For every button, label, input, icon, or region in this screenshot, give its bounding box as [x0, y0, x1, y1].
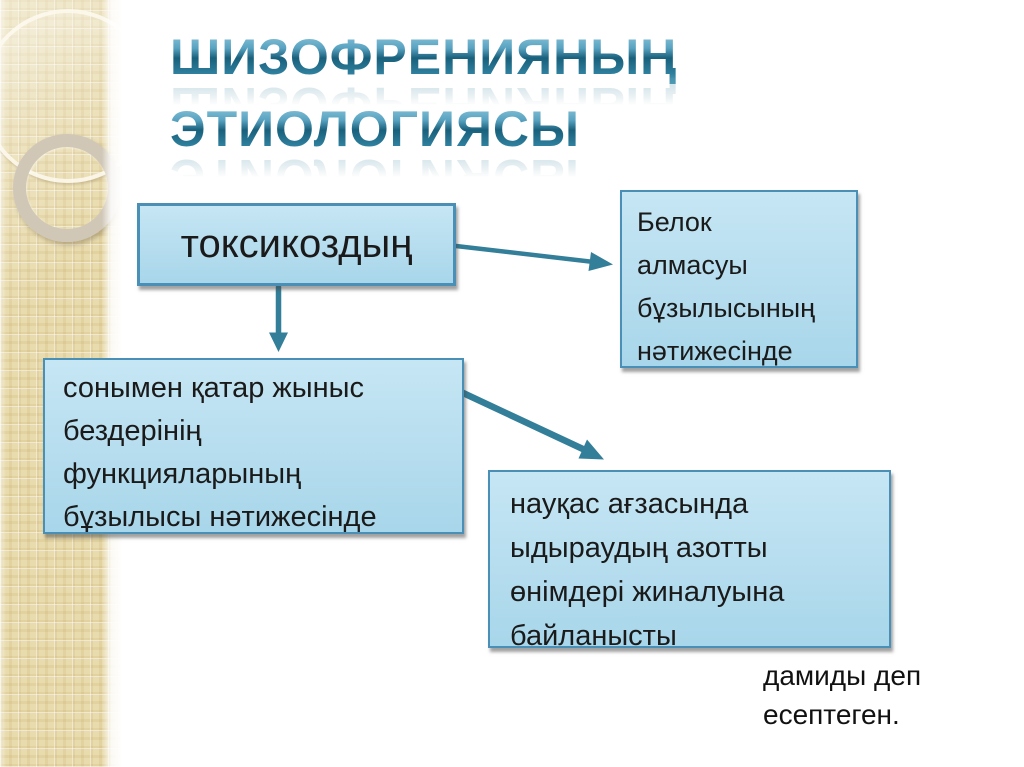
box-line: ыдыраудың азотты: [510, 532, 768, 564]
box-toxicosis-label: токсикоздың: [180, 222, 413, 266]
box-line: науқас ағзасында: [510, 488, 749, 520]
box-line: нәтижесінде: [637, 336, 793, 366]
box-line: байланысты: [510, 620, 677, 652]
box-line: сонымен қатар жыныс: [63, 372, 365, 404]
conclusion-line: есептеген.: [763, 699, 900, 730]
arrow-glands-to-nitrogen: [457, 388, 604, 460]
box-line: алмасуы: [637, 250, 748, 280]
box-line: бұзылысы нәтижесінде: [63, 501, 377, 533]
conclusion-text: дамиды деп есептеген.: [763, 656, 921, 734]
arrow-toxicosis-to-protein: [453, 243, 613, 271]
box-protein-metabolism: Белок алмасуы бұзылысының нәтижесінде: [620, 190, 858, 368]
conclusion-line: дамиды деп: [763, 660, 922, 691]
title-line-2-reflection-text: ЭТИОЛОГИЯСЫ: [170, 148, 580, 190]
box-line: өнімдері жиналуына: [510, 576, 785, 608]
slide-title: ШИЗОФРЕНИЯНЫҢ ШИЗОФРЕНИЯНЫҢ ЭТИОЛОГИЯСЫ …: [170, 28, 678, 190]
title-line-2-reflection: ЭТИОЛОГИЯСЫ: [170, 148, 677, 190]
box-line: функцияларының: [63, 458, 302, 490]
box-line: бездерінің: [63, 415, 202, 447]
box-line: Белок: [637, 207, 712, 237]
box-toxicosis: токсикоздың: [137, 203, 456, 286]
box-sex-glands: сонымен қатар жыныс бездерінің функцияла…: [43, 358, 464, 534]
box-line: бұзылысының: [637, 293, 816, 323]
title-line-1-block: ШИЗОФРЕНИЯНЫҢ ШИЗОФРЕНИЯНЫҢ: [170, 28, 678, 118]
arrow-toxicosis-to-glands: [269, 284, 288, 352]
title-line-1: ШИЗОФРЕНИЯНЫҢ: [170, 29, 678, 85]
title-line-2-block: ЭТИОЛОГИЯСЫ ЭТИОЛОГИЯСЫ: [170, 100, 677, 190]
box-nitrogen-products: науқас ағзасында ыдыраудың азотты өнімде…: [488, 470, 891, 652]
title-line-2: ЭТИОЛОГИЯСЫ: [170, 100, 677, 158]
